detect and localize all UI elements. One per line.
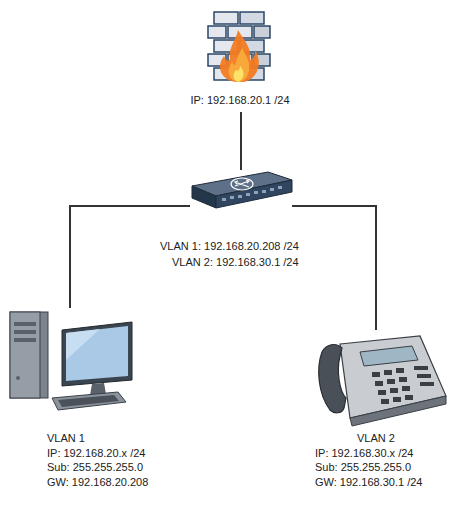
firewall-node: IP: 192.168.20.1 /24 xyxy=(170,8,310,112)
device-label: VLAN 1: 192.168.20.208 /24 xyxy=(160,240,299,253)
switch-icon xyxy=(192,172,292,208)
phone-icon xyxy=(319,336,446,426)
device-label: IP: 192.168.20.x /24 xyxy=(47,447,145,460)
device-label: GW: 192.168.30.1 /24 xyxy=(315,476,422,489)
device-label: VLAN 2: 192.168.30.1 /24 xyxy=(172,256,299,269)
computer-node: VLAN 1IP: 192.168.20.x /24Sub: 255.255.2… xyxy=(8,308,136,422)
switch-node: VLAN 1: 192.168.20.208 /24VLAN 2: 192.16… xyxy=(190,170,292,210)
link-line xyxy=(240,112,242,170)
device-label: VLAN 1 xyxy=(47,432,85,445)
device-label: VLAN 2 xyxy=(357,432,395,445)
device-label: Sub: 255.255.255.0 xyxy=(47,461,143,474)
computer-icon xyxy=(10,312,132,410)
network-link xyxy=(292,206,376,330)
device-label: IP: 192.168.30.x /24 xyxy=(315,447,413,460)
phone-node: VLAN 2IP: 192.168.30.x /24Sub: 255.255.2… xyxy=(312,330,446,422)
device-label: Sub: 255.255.255.0 xyxy=(315,461,411,474)
link-line xyxy=(292,206,376,330)
network-link xyxy=(241,112,242,170)
firewall-icon xyxy=(208,12,270,82)
device-label: GW: 192.168.20.208 xyxy=(47,476,148,489)
device-label: IP: 192.168.20.1 /24 xyxy=(170,94,310,107)
